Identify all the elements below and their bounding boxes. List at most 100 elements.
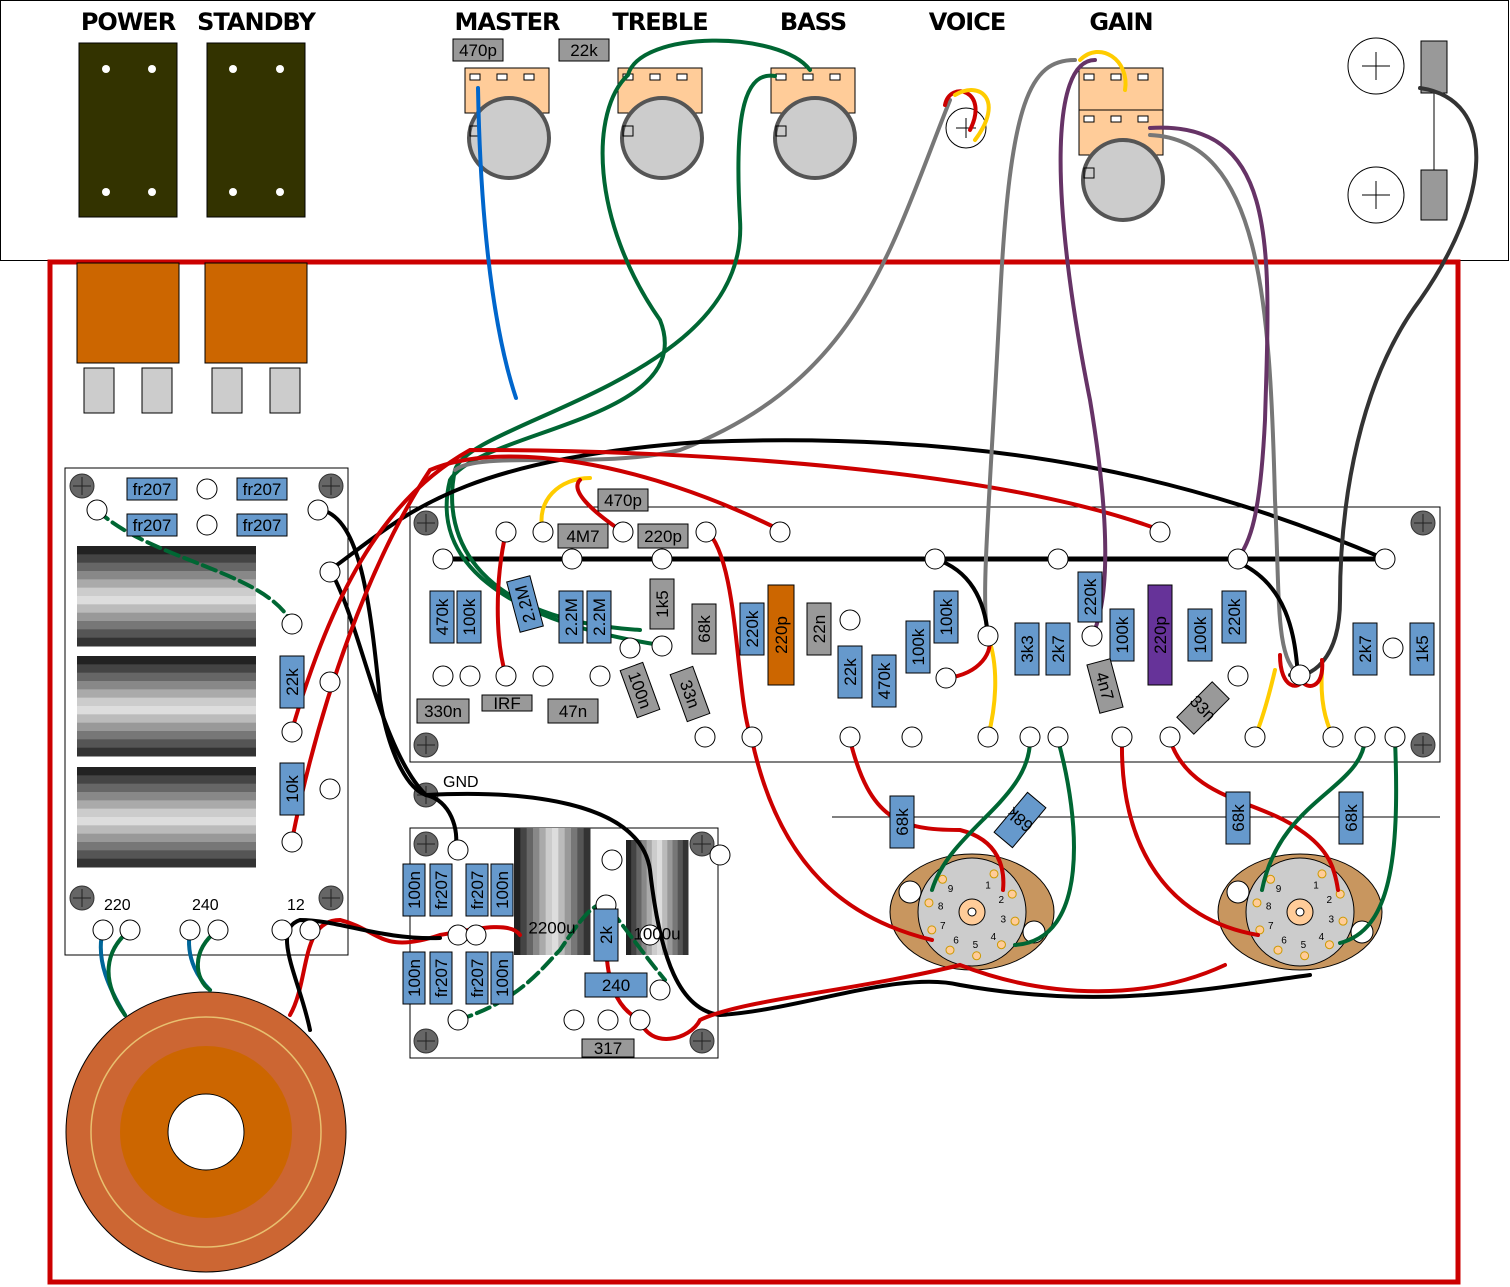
component-label: 100k bbox=[909, 628, 928, 665]
wire-red-heater[interactable] bbox=[638, 962, 1227, 1041]
solder-pad bbox=[597, 1009, 619, 1031]
solder-pad bbox=[561, 548, 583, 570]
solder-pad bbox=[307, 499, 329, 521]
psu-component: 100n bbox=[490, 951, 514, 1005]
preamp-component: 1k5 bbox=[649, 578, 675, 630]
pin-label: 4 bbox=[1319, 932, 1325, 943]
wire-red-ht2[interactable] bbox=[290, 454, 782, 842]
solder-pad bbox=[612, 521, 634, 543]
solder-pad bbox=[92, 919, 114, 941]
wire-green-dashed-psu[interactable] bbox=[456, 902, 667, 1022]
pot[interactable] bbox=[770, 67, 857, 180]
mounting-screws bbox=[69, 473, 1436, 1054]
wire-darkgray-out[interactable] bbox=[1288, 86, 1479, 678]
solder-pad bbox=[1354, 726, 1376, 748]
solder-pad bbox=[935, 667, 957, 689]
psu-component: 2k bbox=[593, 908, 619, 962]
voice-switch[interactable] bbox=[945, 107, 987, 149]
heater-component: 10k bbox=[279, 762, 305, 816]
component-label: 100n bbox=[493, 871, 512, 909]
component-label: 68k bbox=[893, 808, 912, 836]
grid-resistor: 68k bbox=[1225, 791, 1251, 845]
grid-resistor: 68k bbox=[1338, 791, 1364, 845]
wire-red-plate3[interactable] bbox=[1119, 738, 1260, 937]
preamp-component: 100k bbox=[1109, 608, 1135, 662]
solder-pad bbox=[651, 548, 673, 570]
screw-icon bbox=[318, 473, 344, 499]
toroidal-transformer bbox=[65, 991, 347, 1273]
component-label: 470p bbox=[459, 41, 497, 60]
wire-green-g1[interactable] bbox=[930, 738, 1032, 892]
wire-red-ht1[interactable] bbox=[290, 447, 1162, 732]
component-label: 470k bbox=[875, 662, 894, 699]
wire-green-g2[interactable] bbox=[1013, 738, 1076, 947]
wire-green-g4[interactable] bbox=[1338, 738, 1399, 945]
solder-pad bbox=[281, 831, 303, 853]
wire-purple-gain2[interactable] bbox=[1148, 125, 1270, 561]
solder-pad bbox=[196, 478, 218, 500]
wire-red-plate2[interactable] bbox=[848, 738, 1006, 892]
capacitor-label: 2200u bbox=[528, 919, 575, 938]
solder-pad bbox=[1322, 726, 1344, 748]
psu-component: 240 bbox=[584, 972, 648, 998]
electrolytic-capacitor bbox=[514, 828, 591, 955]
screw-icon bbox=[413, 831, 439, 857]
solder-pad bbox=[271, 919, 293, 941]
component-label: fr207 bbox=[432, 871, 451, 910]
power-switch[interactable] bbox=[76, 42, 180, 414]
solder-pad bbox=[651, 635, 673, 657]
wire-black-heater-mains[interactable] bbox=[285, 917, 442, 1032]
wire-red-4m7[interactable] bbox=[575, 478, 625, 534]
wire-gray-voice[interactable] bbox=[453, 98, 952, 472]
solder-pad bbox=[589, 665, 611, 687]
wire-green-treble[interactable] bbox=[444, 38, 812, 647]
solder-pad bbox=[839, 726, 861, 748]
gain-pot[interactable] bbox=[1078, 67, 1164, 114]
wire-black-gnd2[interactable] bbox=[328, 568, 1312, 1018]
psu-component: 100n bbox=[402, 951, 426, 1005]
wire-green-g3[interactable] bbox=[1260, 738, 1367, 892]
solder-pad bbox=[695, 521, 717, 543]
component-label: 22k bbox=[841, 658, 860, 686]
screw-icon bbox=[689, 1028, 715, 1054]
wire-yellow-gain[interactable] bbox=[1078, 49, 1128, 92]
solder-pad bbox=[629, 1009, 651, 1031]
gain-pot[interactable] bbox=[1078, 109, 1165, 222]
wire-red-voice[interactable] bbox=[943, 89, 978, 132]
component-label: fr207 bbox=[243, 480, 282, 499]
wire-black-main[interactable] bbox=[328, 438, 1387, 572]
psu-component: 100n bbox=[402, 863, 426, 917]
solder-pad bbox=[299, 919, 321, 941]
filter-capacitors bbox=[514, 828, 689, 955]
wire-gray-gain2[interactable] bbox=[1148, 133, 1302, 677]
tap-12-label: 12 bbox=[287, 897, 305, 914]
wire-red-plate4[interactable] bbox=[1168, 738, 1340, 892]
psu-component: 317 bbox=[581, 1038, 635, 1058]
preamp-component: 220k bbox=[739, 602, 765, 656]
wire-gray-gain[interactable] bbox=[983, 58, 1077, 638]
wire-green-bass[interactable] bbox=[450, 73, 777, 632]
wire-blue[interactable] bbox=[476, 86, 518, 400]
pot[interactable] bbox=[464, 67, 551, 180]
output-jack[interactable] bbox=[1347, 93, 1448, 224]
wire-purple-gain[interactable] bbox=[1058, 58, 1108, 638]
wire-green-dashed-heater[interactable] bbox=[95, 508, 292, 622]
wire-black-bus-end[interactable] bbox=[1228, 557, 1300, 677]
heater-component: fr207 bbox=[126, 513, 178, 537]
pin-label: 6 bbox=[1281, 936, 1287, 947]
input-jack[interactable] bbox=[1347, 37, 1448, 95]
wire-black-bus-start[interactable] bbox=[933, 557, 990, 638]
standby-switch[interactable] bbox=[204, 42, 308, 414]
wire-yellow-voice[interactable] bbox=[953, 88, 991, 142]
panel-labels: POWER STANDBY MASTER TREBLE BASS VOICE G… bbox=[81, 8, 1154, 36]
psu-component: fr207 bbox=[465, 863, 489, 917]
wire-red-irf[interactable] bbox=[495, 530, 508, 678]
solder-pad bbox=[1047, 726, 1069, 748]
component-label: 100n bbox=[493, 959, 512, 997]
wire-black-gnd[interactable] bbox=[320, 508, 428, 797]
solder-pad bbox=[179, 919, 201, 941]
pot[interactable] bbox=[617, 67, 704, 180]
transformer-block bbox=[77, 546, 256, 647]
